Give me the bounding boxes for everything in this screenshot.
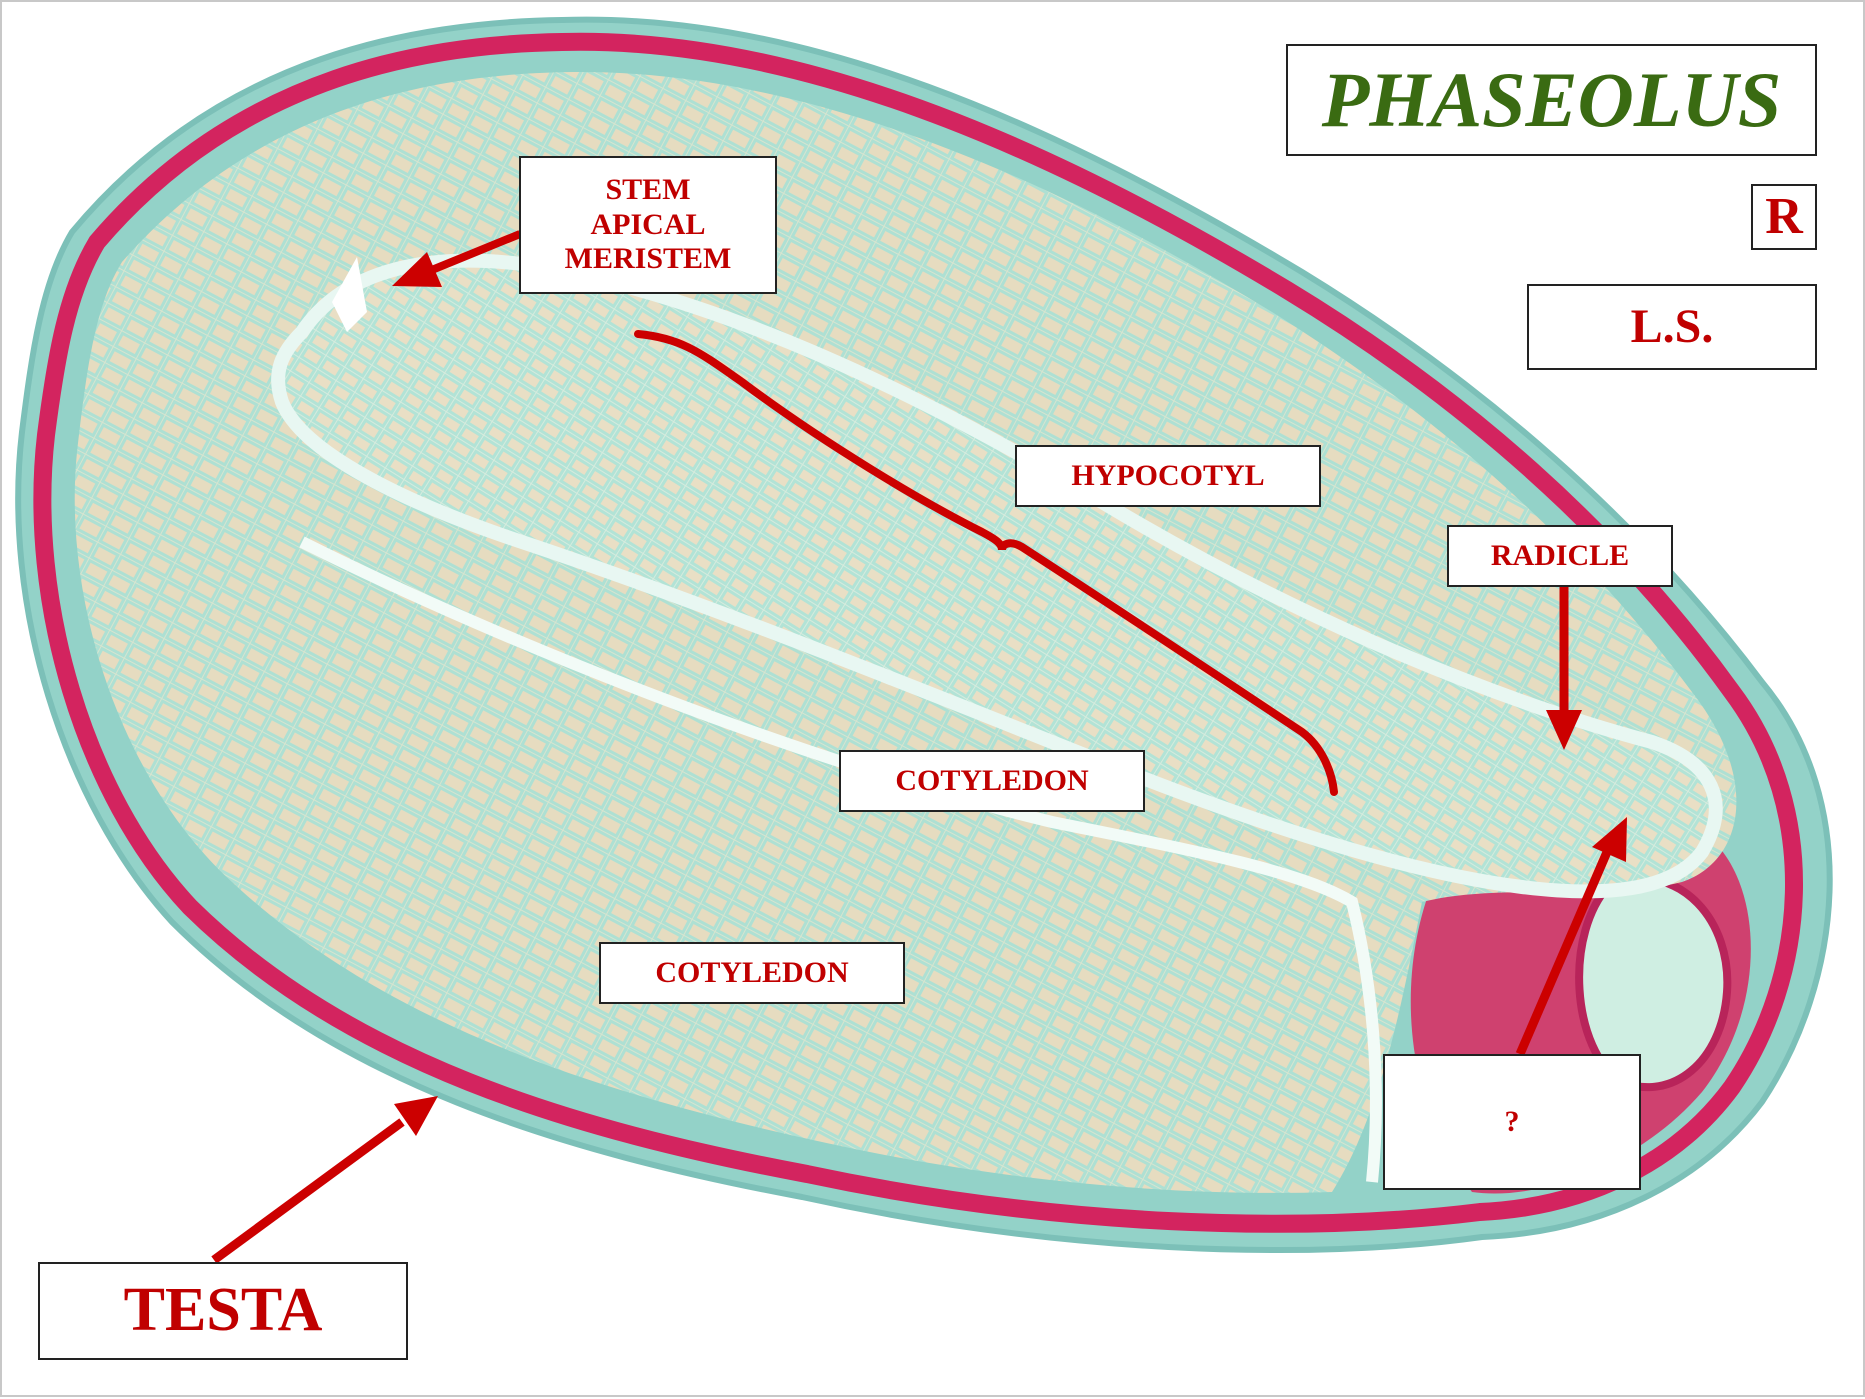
section-box: L.S.: [1527, 284, 1817, 370]
stem-apical-meristem-line-3: MERISTEM: [565, 242, 732, 277]
testa-label: TESTA: [38, 1262, 408, 1360]
stem-apical-meristem-line-2: APICAL: [590, 208, 705, 243]
radicle-text: RADICLE: [1491, 539, 1629, 574]
arrow-testa: [214, 1096, 438, 1260]
section-text: L.S.: [1631, 299, 1714, 354]
cotyledon-upper-label: COTYLEDON: [839, 750, 1145, 812]
corner-letter-box: R: [1751, 184, 1817, 250]
hypocotyl-label: HYPOCOTYL: [1015, 445, 1321, 507]
corner-letter: R: [1765, 187, 1803, 247]
cotyledon-lower-text: COTYLEDON: [655, 956, 848, 991]
cotyledon-upper-text: COTYLEDON: [895, 764, 1088, 799]
stem-apical-meristem-line-1: STEM: [605, 173, 690, 208]
title-text: PHASEOLUS: [1322, 55, 1781, 145]
cotyledon-lower-label: COTYLEDON: [599, 942, 905, 1004]
unknown-text: ?: [1505, 1105, 1520, 1140]
unknown-label[interactable]: ?: [1383, 1054, 1641, 1190]
title-box: PHASEOLUS: [1286, 44, 1817, 156]
stem-apical-meristem-label: STEM APICAL MERISTEM: [519, 156, 777, 294]
radicle-label: RADICLE: [1447, 525, 1673, 587]
hypocotyl-text: HYPOCOTYL: [1071, 459, 1264, 494]
testa-text: TESTA: [124, 1275, 323, 1346]
